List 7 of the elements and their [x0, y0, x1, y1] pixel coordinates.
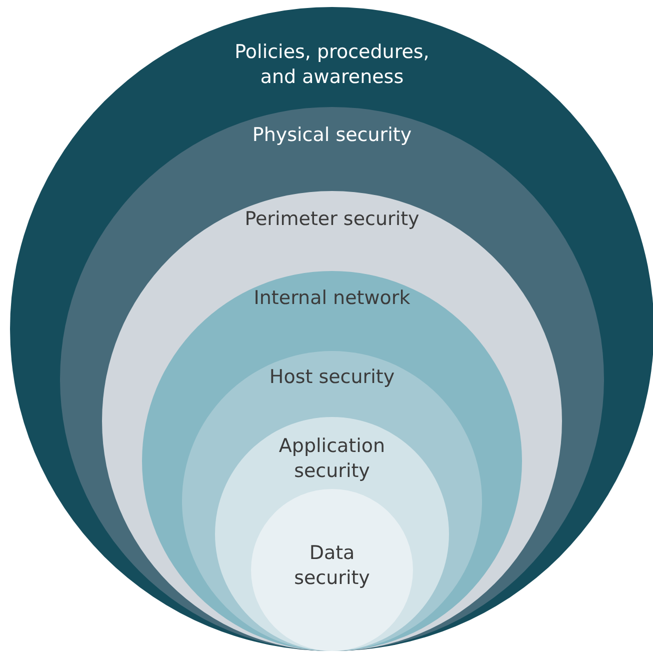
layer-label: Data security [293, 541, 371, 591]
layer-label: Physical security [251, 123, 413, 148]
layer-label: Policies, procedures, and awareness [234, 40, 430, 90]
layer-label: Internal network [252, 286, 412, 311]
layer-label: Host security [268, 365, 396, 390]
layer-label: Perimeter security [244, 207, 420, 232]
layer-label: Application security [278, 434, 386, 484]
